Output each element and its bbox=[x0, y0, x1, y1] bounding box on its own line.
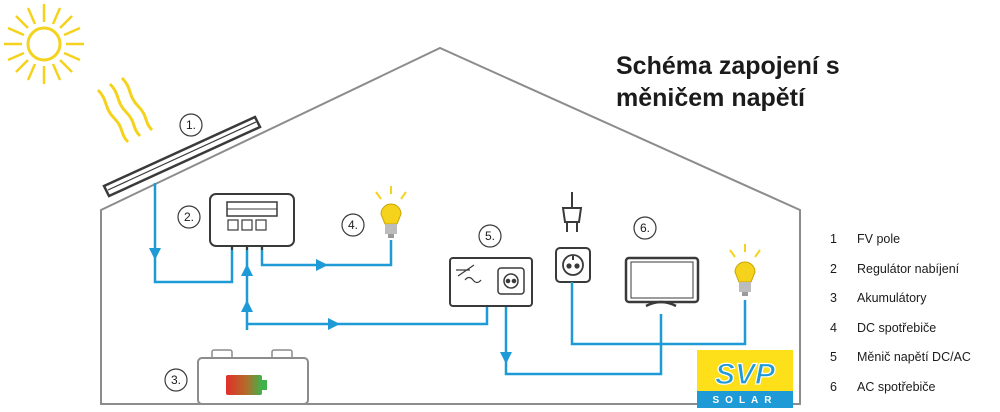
svg-text:SVP: SVP bbox=[715, 358, 776, 391]
legend-item: 3 Akumulátory bbox=[830, 291, 1000, 321]
marker-5: 5. bbox=[478, 224, 502, 248]
marker-6: 6. bbox=[633, 216, 657, 240]
marker-3: 3. bbox=[164, 368, 188, 392]
marker-4: 4. bbox=[341, 213, 365, 237]
legend-label: FV pole bbox=[857, 232, 901, 246]
legend-label: Měnič napětí DC/AC bbox=[857, 350, 971, 365]
legend-item: 1 FV pole bbox=[830, 232, 1000, 262]
house-outline bbox=[100, 46, 801, 405]
legend-number: 2 bbox=[830, 261, 837, 276]
socket-icon bbox=[555, 247, 591, 316]
wires bbox=[153, 183, 747, 376]
solar-panel-icon bbox=[102, 115, 262, 198]
legend-item: 5 Měnič napětí DC/AC bbox=[830, 350, 1000, 380]
diagram-title: Schéma zapojení s měničem napětí bbox=[616, 50, 840, 114]
title-line-1: Schéma zapojení s bbox=[616, 52, 840, 80]
plug-icon bbox=[561, 192, 583, 232]
legend-number: 6 bbox=[830, 379, 837, 394]
inverter-icon bbox=[449, 257, 533, 307]
legend-item: 6 AC spotřebiče bbox=[830, 380, 1000, 410]
charge-regulator-icon bbox=[209, 193, 295, 250]
legend-number: 1 bbox=[830, 232, 837, 246]
svg-text:1.: 1. bbox=[186, 118, 196, 132]
svg-text:6.: 6. bbox=[640, 221, 650, 235]
legend-item: 4 DC spotřebiče bbox=[830, 321, 1000, 351]
legend-number: 5 bbox=[830, 350, 837, 365]
light-bulb-icon bbox=[729, 244, 761, 296]
marker-2: 2. bbox=[177, 205, 201, 229]
svg-text:SOLAR: SOLAR bbox=[713, 395, 778, 406]
sun-rays-icon bbox=[96, 76, 154, 144]
svp-solar-logo: SVP SOLAR bbox=[697, 350, 793, 408]
legend: 1 FV pole 2 Regulátor nabíjení 3 Akumulá… bbox=[830, 232, 1000, 410]
sun-icon bbox=[4, 4, 84, 84]
legend-label: AC spotřebiče bbox=[857, 379, 936, 394]
legend-label: Akumulátory bbox=[857, 291, 927, 306]
legend-label: Regulátor nabíjení bbox=[857, 261, 960, 276]
arrows bbox=[149, 248, 512, 364]
light-bulb-icon bbox=[375, 186, 407, 238]
legend-number: 4 bbox=[830, 320, 837, 335]
title-line-2: měničem napětí bbox=[616, 84, 805, 112]
svg-text:2.: 2. bbox=[184, 210, 194, 224]
legend-number: 3 bbox=[830, 291, 837, 306]
battery-icon bbox=[197, 349, 309, 405]
tv-icon bbox=[624, 256, 700, 308]
legend-item: 2 Regulátor nabíjení bbox=[830, 262, 1000, 292]
marker-1: 1. bbox=[179, 113, 203, 137]
legend-label: DC spotřebiče bbox=[857, 320, 937, 335]
svg-text:5.: 5. bbox=[485, 229, 495, 243]
svg-text:3.: 3. bbox=[171, 373, 181, 387]
svg-text:4.: 4. bbox=[348, 218, 358, 232]
